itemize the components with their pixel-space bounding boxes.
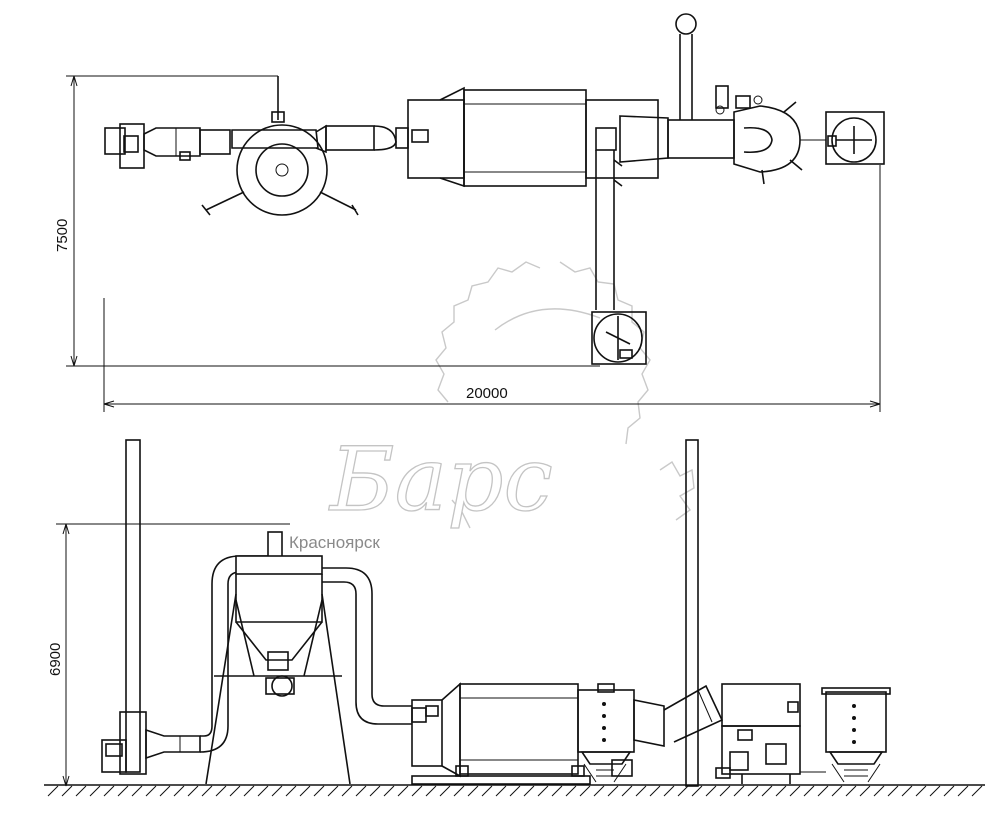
dimension-elevation-height-label: 6900 (47, 643, 64, 676)
elevation-chimney (101, 439, 147, 775)
ground-line (44, 784, 985, 797)
dimension-plan-width: 20000 (103, 165, 881, 412)
plan-cyclone (667, 13, 803, 185)
elevation-storage-hopper-1 (577, 683, 635, 783)
dimension-plan-depth-label: 7500 (54, 219, 71, 252)
dimension-plan-depth: 7500 (54, 75, 600, 367)
elevation-view: 6900 (44, 439, 985, 797)
elevation-drum-dryer (411, 682, 591, 785)
elevation-cyclone-hopper (205, 555, 351, 785)
watermark-city: Красноярск (289, 533, 380, 552)
plan-view: 7500 20000 (54, 13, 885, 412)
plan-conveyor (591, 150, 647, 365)
dimension-elevation-height: 6900 (47, 523, 290, 787)
elevation-chute (633, 684, 724, 747)
plan-exhaust-fan (800, 111, 885, 165)
plan-duct (315, 124, 409, 154)
dimension-plan-width-label: 20000 (466, 385, 508, 402)
watermark-brand: Барс (328, 428, 553, 531)
plan-heat-generator (104, 123, 231, 169)
elevation-storage-hopper-2 (821, 687, 891, 783)
plan-drum-dryer (407, 86, 669, 188)
plan-fan (201, 76, 359, 216)
elevation-right-chimney (685, 439, 699, 787)
watermark: Барс Красноярск (289, 261, 695, 552)
elevation-pellet-unit (715, 683, 826, 784)
